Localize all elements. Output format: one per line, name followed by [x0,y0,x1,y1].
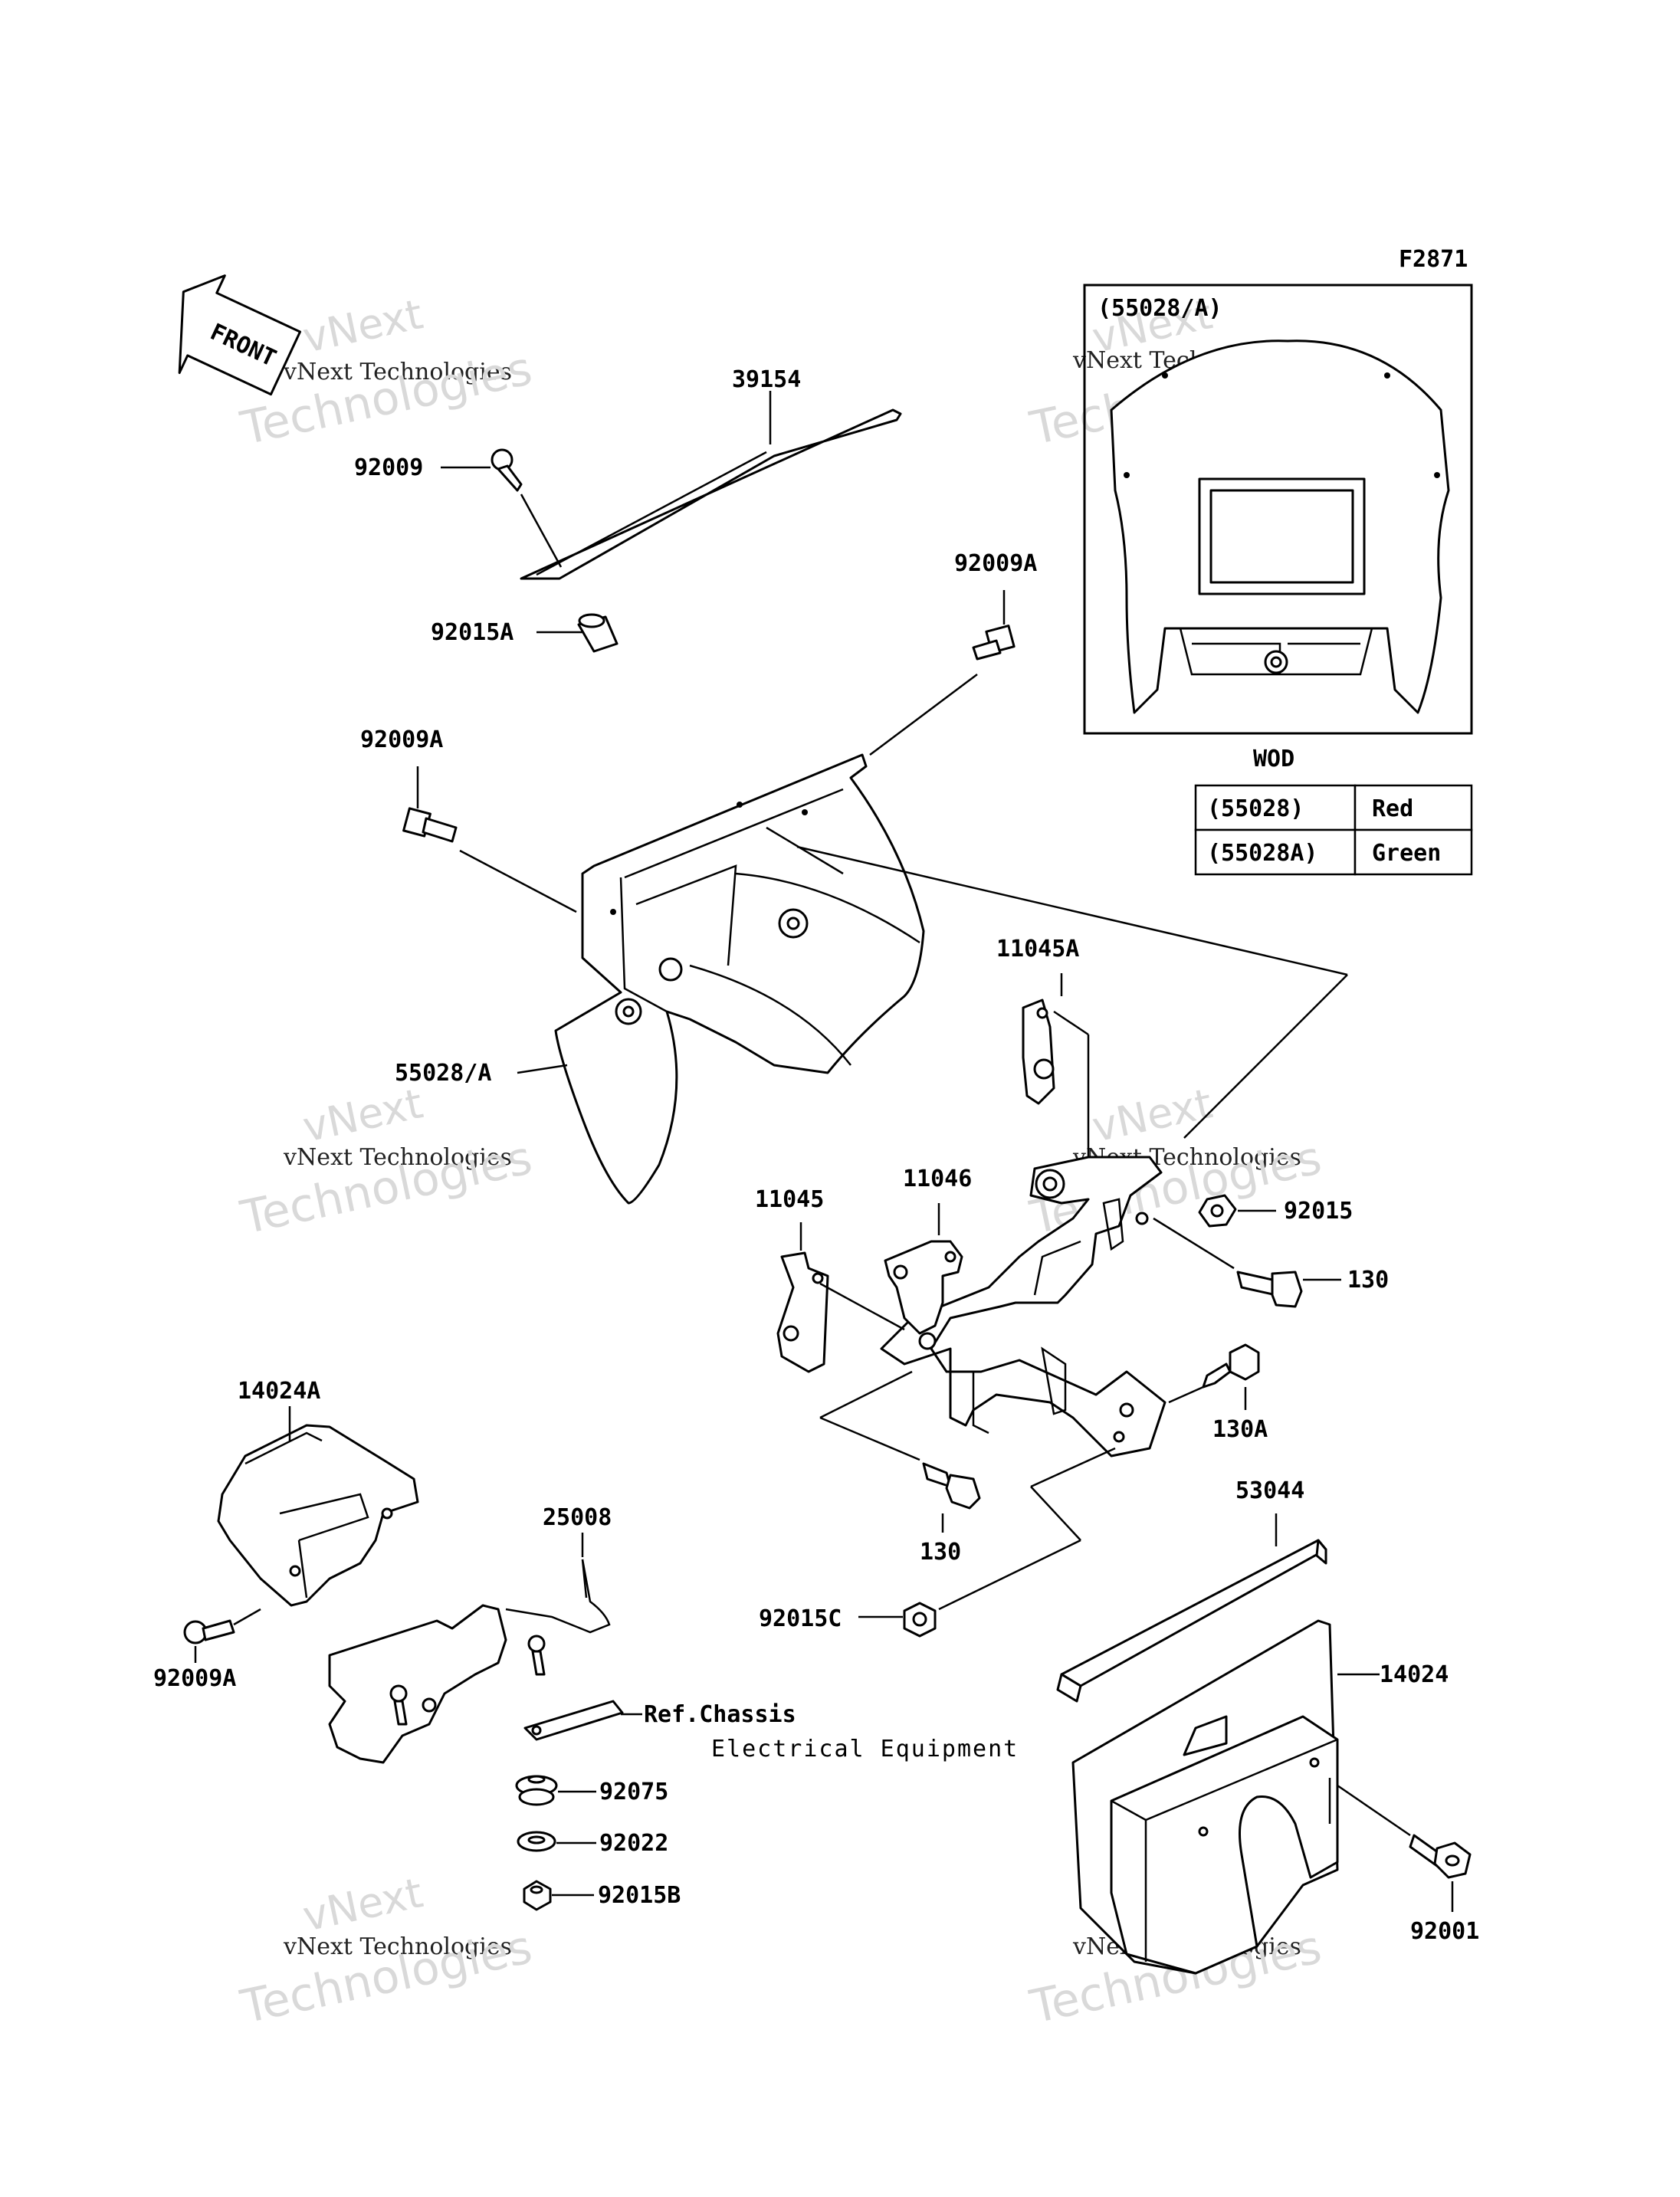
part-11045: 11045 [755,1186,905,1373]
part-92009A-bottom: 92009A [153,1608,261,1692]
watermark-line: vNext Technologies [283,1144,512,1171]
part-39154: 39154 [520,366,902,580]
label-92009A-top: 92009A [954,550,1037,577]
leader-line [1183,974,1348,1139]
label-92075: 92075 [599,1779,668,1805]
ref-chassis: Ref.Chassis Electrical Equipment [523,1700,1019,1763]
watermark-line: vNext Technologies [283,359,512,385]
label-92009A-left: 92009A [360,726,443,753]
part-130-right: 130 [1153,1217,1389,1308]
label-92009A-bottom: 92009A [153,1665,236,1692]
label-92015A: 92015A [431,619,514,646]
leader-line [766,826,844,875]
inset-panel: (55028/A) [1083,284,1473,735]
part-14024A: 14024A [217,1378,419,1607]
label-92022: 92022 [599,1830,668,1857]
label-92015: 92015 [1284,1198,1353,1225]
watermark-brand: vNext [299,1868,427,1940]
part-92022: 92022 [517,1830,668,1857]
part-92009A-left: 92009A [360,726,577,913]
inset-title: (55028/A) [1098,295,1222,322]
label-130-right: 130 [1347,1267,1389,1294]
ref-chassis-label: Ref.Chassis [644,1701,796,1728]
inset-caption: WOD [1253,746,1294,772]
label-14024: 14024 [1380,1661,1449,1688]
color-code-cell: (55028) [1207,795,1304,822]
label-11046: 11046 [903,1166,972,1192]
part-92009A-top: 92009A [869,550,1037,756]
label-53044: 53044 [1235,1477,1304,1504]
part-11046: 11046 [884,1166,972,1335]
label-11045A: 11045A [996,936,1079,962]
front-arrow-badge: FRONT [178,274,302,396]
watermark-line: vNext Technologies [283,1933,512,1960]
label-11045: 11045 [755,1186,824,1213]
part-11045A: 11045A [996,936,1090,1172]
leader-line [796,845,1348,976]
label-92015C: 92015C [759,1605,842,1632]
watermark-bottom-left: vNext vNext Technologies Technologies [236,1868,537,2035]
figure-code: F2871 [1399,246,1468,273]
part-53044: 53044 [1056,1477,1327,1703]
label-39154: 39154 [732,366,801,393]
color-name-cell: Red [1372,795,1413,822]
label-92015B: 92015B [598,1882,681,1909]
watermark-brand: vNext [299,1079,427,1151]
label-14024A: 14024A [238,1378,320,1405]
part-55028A: 55028/A [395,753,925,1205]
label-130-bottom: 130 [920,1539,961,1566]
label-55028A: 55028/A [395,1060,491,1087]
color-code-cell: (55028A) [1207,840,1318,867]
label-130A: 130A [1212,1416,1268,1443]
label-92001: 92001 [1410,1918,1479,1945]
ref-electrical-label: Electrical Equipment [711,1736,1019,1763]
part-92015C: 92015C [759,1447,1116,1638]
part-92015B: 92015B [523,1880,681,1911]
color-name-cell: Green [1372,840,1441,867]
front-arrow-icon [178,274,302,396]
part-92015: 92015 [1198,1194,1353,1228]
part-bracket-assembly [880,1156,1166,1458]
part-130-bottom: 130 [819,1370,981,1566]
part-92075: 92075 [515,1775,668,1806]
part-25008: 25008 [328,1504,612,1764]
part-92001: 92001 [1337,1784,1479,1945]
inset-frame [1083,284,1473,735]
color-table: (55028) Red (55028A) Green [1194,784,1473,876]
watermark-brand: vNext [299,290,427,362]
inset-cowl-drawing [1110,339,1450,714]
part-92015A: 92015A [431,613,619,653]
part-130A: 130A [1168,1343,1268,1443]
part-92009: 92009 [354,448,563,568]
watermark-brand: vNext [1088,1079,1216,1151]
label-25008: 25008 [543,1504,612,1531]
label-92009: 92009 [354,454,423,481]
watermark-mid-left: vNext vNext Technologies Technologies [236,1079,537,1245]
part-14024: 14024 [1071,1619,1449,1975]
